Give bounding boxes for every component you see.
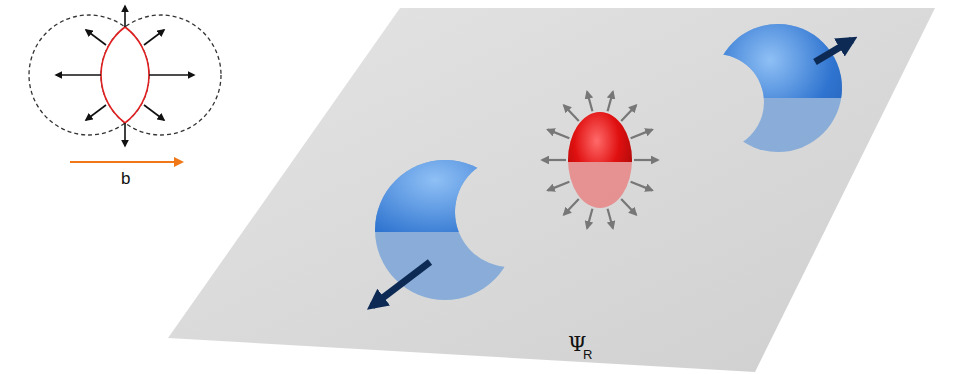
flow-arrow [548,182,570,191]
flow-arrow [587,209,592,228]
flow-arrow [548,130,570,139]
flow-arrow [634,159,658,161]
spectator-right [680,0,880,200]
symbol-subscript: R [583,348,592,361]
impact-parameter-label: b [121,170,130,187]
flow-arrow [542,159,566,161]
flow-arrow [564,105,579,121]
overlap-inset [29,6,221,162]
spectator-left [300,120,600,320]
flow-arrow [608,209,613,228]
flow-arrow [621,105,636,121]
flow-arrow [631,130,653,139]
flow-arrow [608,92,613,111]
participant-zone [542,92,658,228]
flow-arrow [621,199,636,215]
flow-arrow [587,92,592,111]
flow-arrow [564,199,579,215]
flow-arrow [631,182,653,191]
